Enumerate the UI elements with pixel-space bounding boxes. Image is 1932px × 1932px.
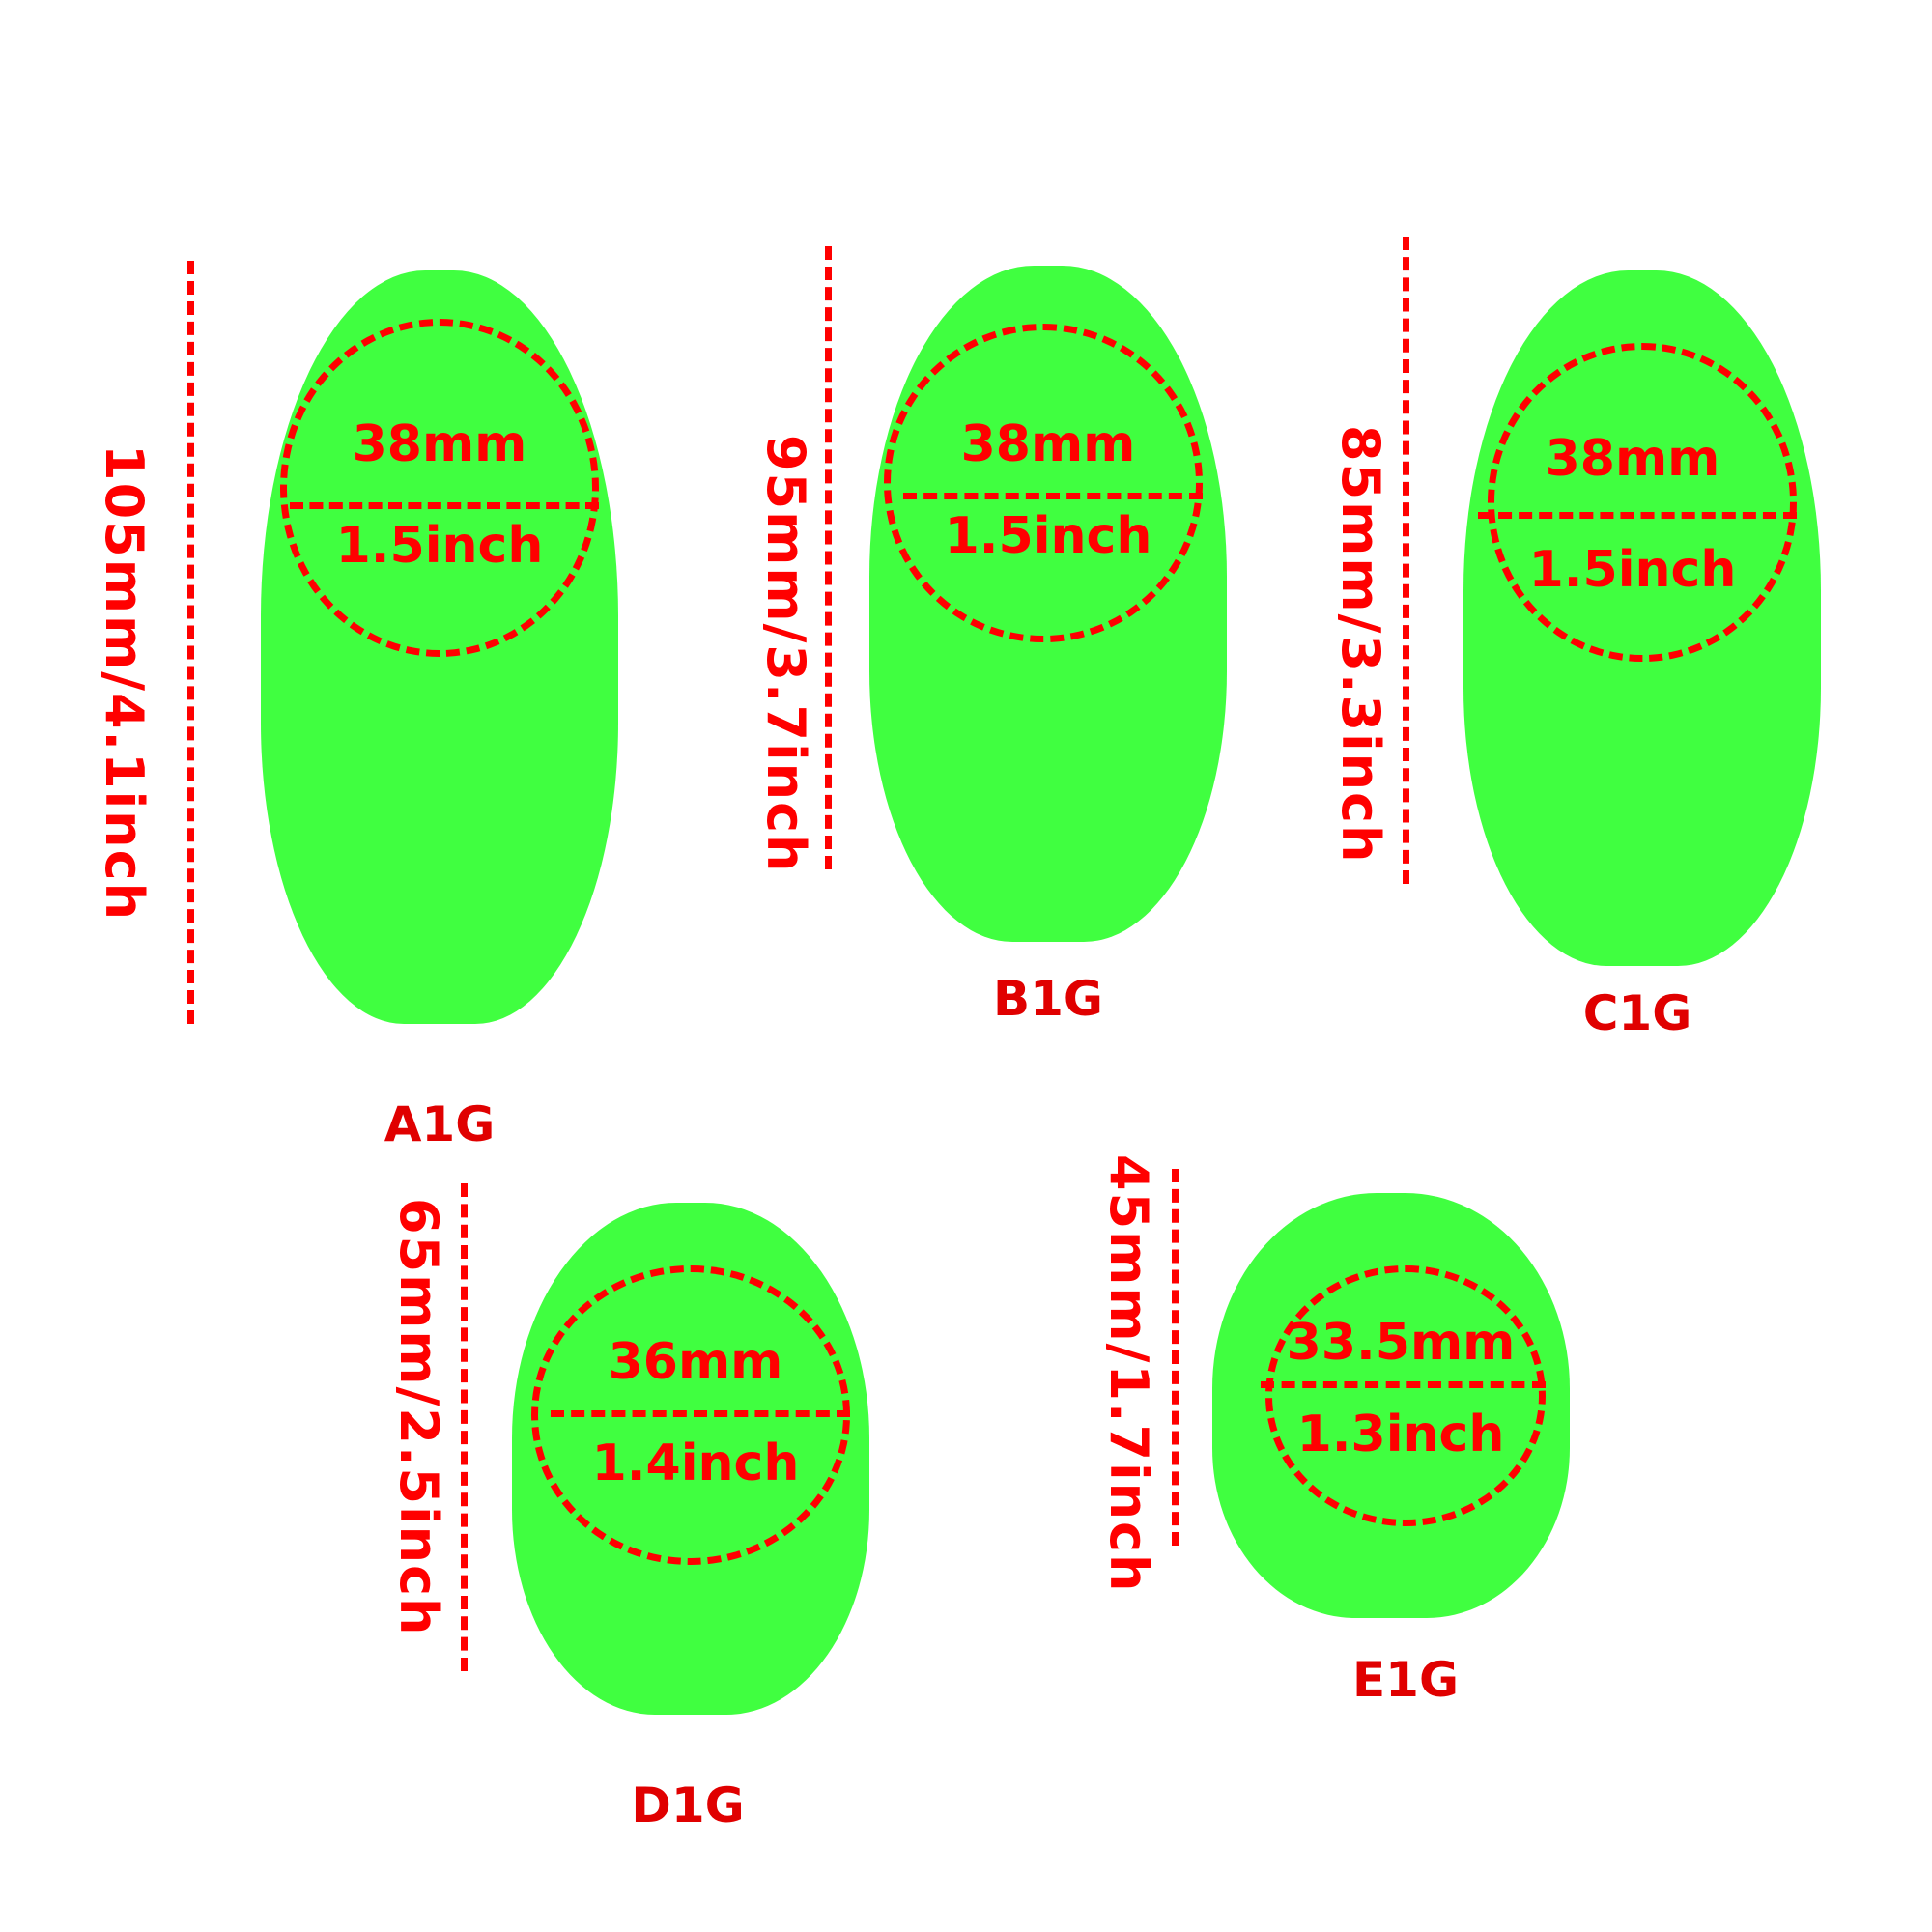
ring-mm-label: 38mm <box>1545 430 1720 488</box>
model-label: C1G <box>1582 985 1692 1041</box>
height-label: 45mm/1.7inch <box>1098 1154 1159 1594</box>
diameter-line <box>290 502 599 509</box>
ring-inch-label: 1.3inch <box>1296 1406 1505 1463</box>
diameter-line <box>551 1410 850 1417</box>
ring-outline <box>1488 343 1797 662</box>
model-label: B1G <box>993 971 1103 1027</box>
height-label: 85mm/3.3inch <box>1330 425 1391 865</box>
model-label: E1G <box>1352 1652 1459 1708</box>
ring-outline <box>280 319 599 657</box>
height-label: 105mm/4.1inch <box>94 444 155 923</box>
ring-inch-label: 1.4inch <box>591 1435 800 1492</box>
height-line <box>1172 1169 1179 1546</box>
ring-mm-label: 36mm <box>608 1333 783 1391</box>
ring-mm-label: 33.5mm <box>1286 1314 1516 1372</box>
height-line <box>825 246 832 869</box>
ring-inch-label: 1.5inch <box>1528 541 1737 599</box>
height-label: 95mm/3.7inch <box>755 435 816 874</box>
ring-outline <box>884 324 1203 642</box>
ring-inch-label: 1.5inch <box>944 507 1152 565</box>
diameter-line <box>1261 1381 1546 1388</box>
height-line <box>461 1183 468 1671</box>
model-label: A1G <box>384 1096 496 1152</box>
ring-outline <box>1265 1265 1546 1526</box>
height-label: 65mm/2.5inch <box>388 1198 449 1637</box>
ring-mm-label: 38mm <box>960 415 1136 473</box>
ring-inch-label: 1.5inch <box>335 517 544 575</box>
ring-mm-label: 38mm <box>352 415 527 473</box>
model-label: D1G <box>631 1777 745 1833</box>
diameter-line <box>1478 512 1797 519</box>
diameter-line <box>903 493 1203 499</box>
height-line <box>187 261 194 1024</box>
height-line <box>1403 237 1409 884</box>
